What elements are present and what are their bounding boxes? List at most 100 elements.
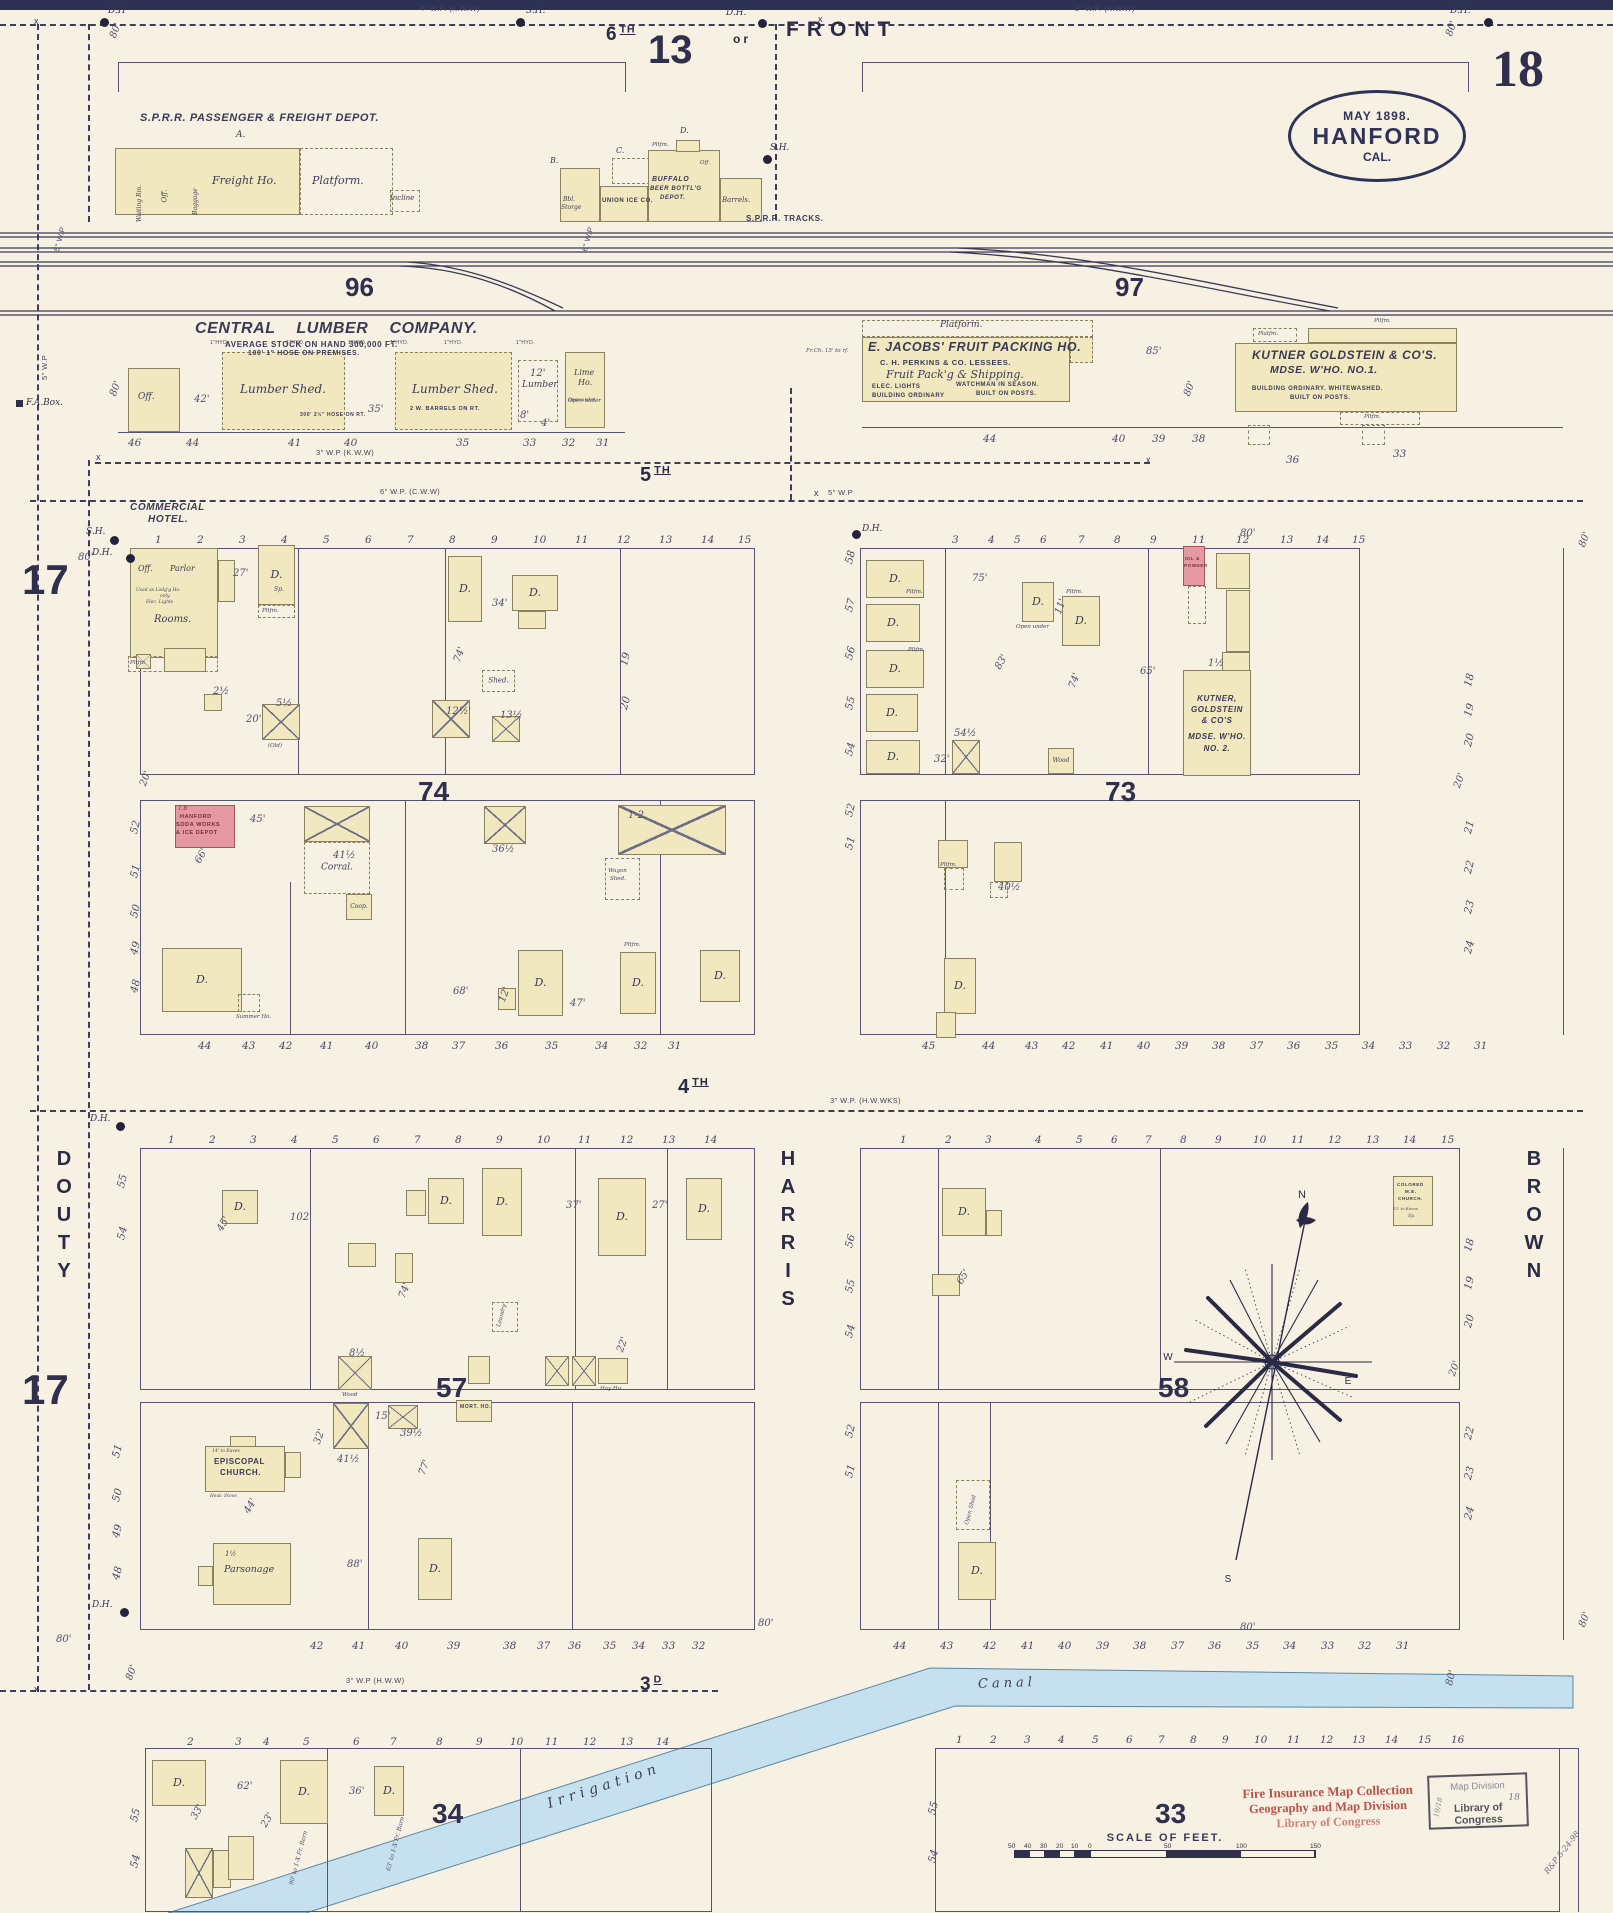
colored-church-sp: Sp. bbox=[1408, 1214, 1416, 1219]
lot-number: 13 bbox=[1280, 534, 1294, 546]
hotel-note2: only. bbox=[160, 594, 171, 599]
adjacent-sheet-13: 13 bbox=[648, 28, 693, 72]
small-label: Pltfm. bbox=[908, 647, 925, 653]
dimension-label: 8½ bbox=[349, 1348, 366, 1359]
building bbox=[238, 994, 260, 1012]
lumber-office bbox=[128, 368, 180, 432]
lot-number: 54 bbox=[843, 1323, 859, 1340]
lot-number: 44 bbox=[982, 1040, 996, 1052]
lot-number: 52 bbox=[843, 1423, 859, 1440]
lumber-shed-2 bbox=[395, 352, 512, 430]
marker: D.H. bbox=[92, 1600, 113, 1610]
kutner1-platform bbox=[1253, 328, 1297, 342]
lot-number: 3 bbox=[985, 1134, 992, 1146]
lot-number: 15 bbox=[1418, 1734, 1432, 1746]
lot-number: 19 bbox=[1462, 702, 1478, 719]
small-label: Summer Ho. bbox=[236, 1014, 272, 1020]
lot-number: 51 bbox=[843, 835, 859, 852]
lot-number: 38 bbox=[503, 1640, 517, 1652]
marker: D.H bbox=[108, 6, 126, 16]
lumber-hose-note: 100' 1" Hose on premises. bbox=[248, 350, 360, 357]
lot-number: 37 bbox=[537, 1640, 551, 1652]
building-b-letter: B. bbox=[550, 156, 559, 165]
lot-number: 3 bbox=[1024, 1734, 1031, 1746]
map-line bbox=[660, 800, 662, 1035]
mort-house-label: Mort. Ho. bbox=[460, 1404, 492, 1410]
lot-number: 6 bbox=[1111, 1134, 1118, 1146]
building: D. bbox=[222, 1190, 258, 1224]
lot-number: 20 bbox=[1462, 1313, 1478, 1330]
map-line bbox=[862, 62, 1468, 64]
map-line bbox=[118, 62, 120, 92]
building-label: D. bbox=[887, 615, 899, 629]
building: D. bbox=[518, 950, 563, 1016]
dimension-label: 36' bbox=[349, 1786, 365, 1797]
building-label: D. bbox=[889, 571, 901, 585]
lot-number: 23 bbox=[1462, 1465, 1478, 1482]
lot-number: 9 bbox=[1215, 1134, 1222, 1146]
soda-line2: Soda Works bbox=[176, 822, 221, 828]
building: D. bbox=[866, 560, 924, 598]
small-label: Pltfm. bbox=[1066, 589, 1083, 595]
lot-number: 8 bbox=[436, 1736, 443, 1748]
lot-number: 51 bbox=[843, 1463, 859, 1480]
building bbox=[618, 805, 726, 855]
dimension-label: 80' bbox=[108, 379, 124, 398]
building bbox=[986, 1210, 1002, 1236]
lot-number: 40 bbox=[365, 1040, 379, 1052]
lot-number: 19 bbox=[1462, 1275, 1478, 1292]
street-fourth-suffix: TH bbox=[692, 1076, 709, 1089]
building-label: D. bbox=[889, 661, 901, 675]
block-number-97: 97 bbox=[1115, 272, 1144, 302]
lot-number: 3 bbox=[952, 534, 959, 546]
depot-freight-house: Freight Ho. bbox=[212, 174, 277, 187]
dimension-label: 54½ bbox=[954, 728, 977, 739]
depot-incline bbox=[390, 190, 420, 212]
lot-number: 7 bbox=[407, 534, 414, 546]
soda-number: 1.B bbox=[178, 806, 188, 812]
lot-number: 11 bbox=[1287, 1734, 1301, 1746]
kutner2-line1: Kutner, bbox=[1197, 694, 1237, 703]
lot-number: 36 bbox=[1208, 1640, 1222, 1652]
small-label: Wagon bbox=[608, 868, 627, 874]
compass-west: W bbox=[1163, 1352, 1173, 1363]
lot-number: 14 bbox=[704, 1134, 718, 1146]
depot-title: S.P.R.R. Passenger & Freight Depot. bbox=[140, 112, 380, 124]
lot-number: 35 bbox=[603, 1640, 617, 1652]
canal-label-canal: Canal bbox=[977, 1674, 1037, 1693]
building bbox=[492, 716, 520, 742]
episcopal-heat: Heat: Stove. bbox=[210, 1494, 239, 1499]
street-line bbox=[30, 1110, 1583, 1112]
parsonage-height: 1½ bbox=[225, 1550, 237, 1558]
building-label: Wood bbox=[1052, 757, 1070, 765]
lot-number: 36 bbox=[568, 1640, 582, 1652]
soda-line1: Hanford bbox=[180, 814, 212, 820]
marker bbox=[126, 554, 135, 563]
lot-number: 15 bbox=[1352, 534, 1366, 546]
lot-number: 40 bbox=[1137, 1040, 1151, 1052]
lot-number: 43 bbox=[242, 1040, 256, 1052]
lot-number: 10 bbox=[537, 1134, 551, 1146]
block-outline bbox=[860, 1402, 1460, 1630]
dimension-label: 80' bbox=[1577, 1610, 1593, 1629]
map-line bbox=[310, 1148, 312, 1390]
dimension-label: 80' bbox=[1240, 1622, 1256, 1633]
lumber-shed2-label: Lumber Shed. bbox=[412, 382, 498, 396]
building: D. bbox=[598, 1178, 646, 1256]
street-third-num: 3 bbox=[640, 1674, 654, 1695]
hotel-title2: Hotel. bbox=[148, 514, 189, 525]
buffalo-line1: Buffalo bbox=[652, 176, 690, 183]
lot-number: 11 bbox=[1291, 1134, 1305, 1146]
building-label: D. bbox=[196, 972, 208, 986]
lot-number: 12 bbox=[1236, 534, 1250, 546]
block-number-34: 34 bbox=[432, 1798, 464, 1829]
map-line bbox=[862, 427, 1563, 429]
building-label: Coop. bbox=[350, 903, 368, 911]
building bbox=[545, 1356, 569, 1386]
building-label: D. bbox=[298, 1784, 310, 1798]
lot-number: 32 bbox=[562, 437, 576, 449]
lot-number: 16 bbox=[1451, 1734, 1465, 1746]
adjacent-sheet-17b: 17 bbox=[22, 1366, 69, 1413]
small-label: Pltfm. bbox=[624, 942, 641, 948]
lot-number: 6 bbox=[1126, 1734, 1133, 1746]
